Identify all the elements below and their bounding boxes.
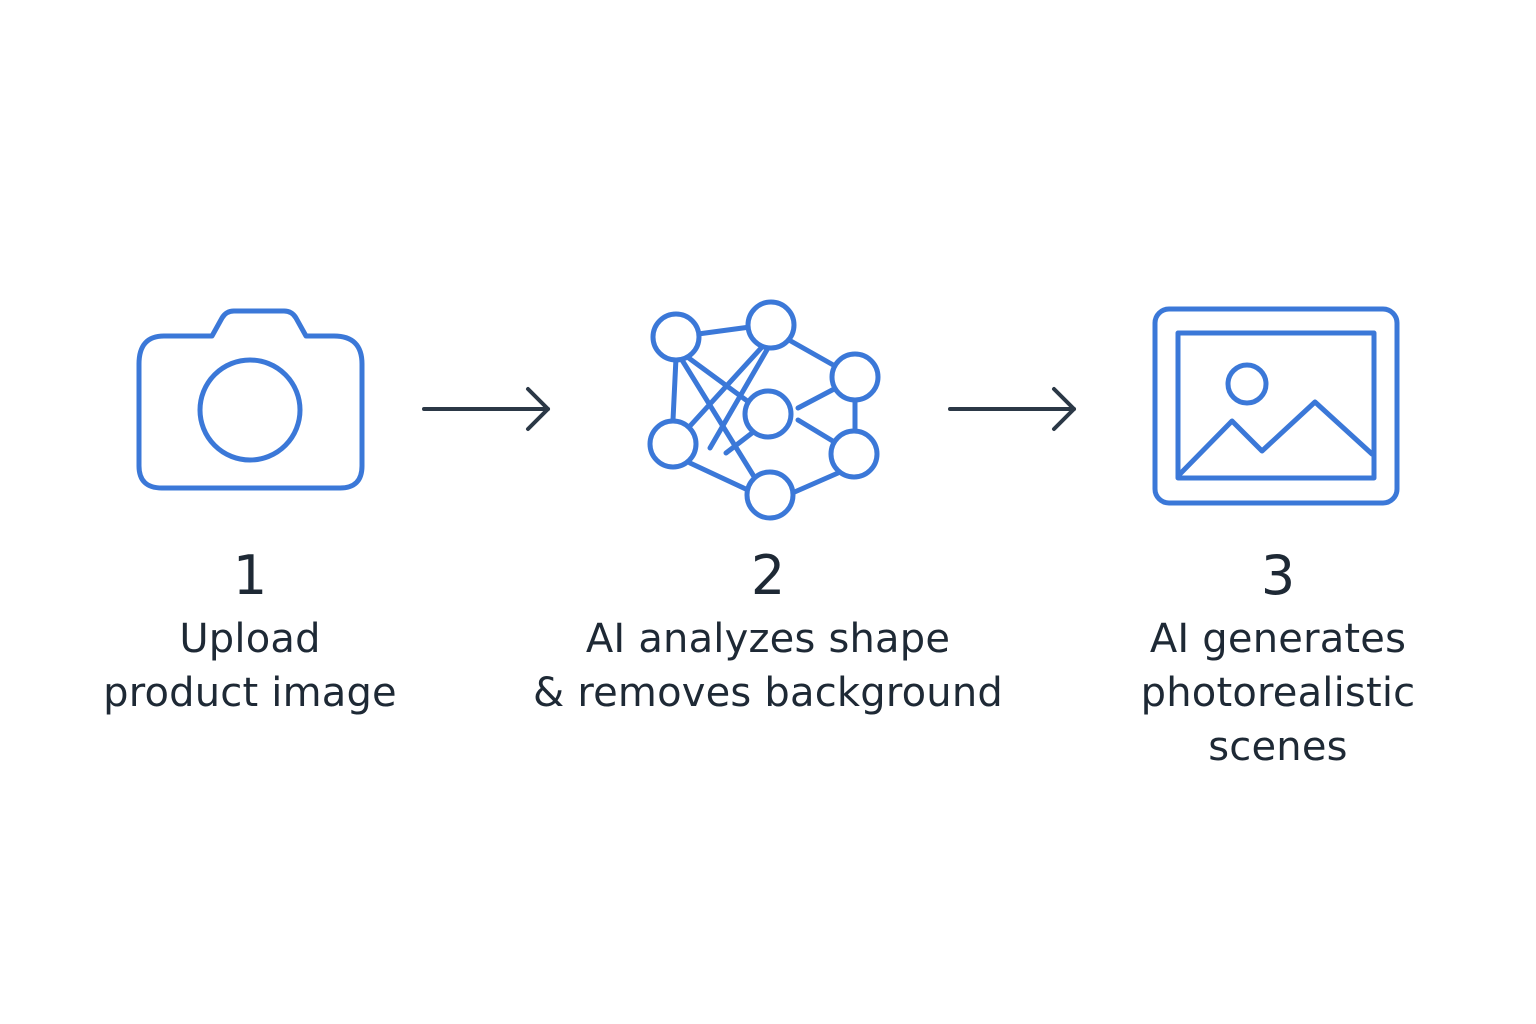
arrow-right-icon — [422, 386, 554, 431]
step-label: Upload product image — [103, 616, 397, 716]
step-number: 1 — [232, 544, 268, 607]
arrow-right-icon — [948, 386, 1080, 431]
image-icon — [1152, 306, 1400, 506]
network-nodes — [647, 299, 881, 521]
neural-network-icon — [640, 298, 890, 523]
step-number: 3 — [1260, 544, 1296, 607]
network-edges — [670, 324, 858, 497]
camera-icon — [136, 308, 366, 492]
step-label: AI generates photorealistic scenes — [1140, 616, 1416, 770]
step-label: AI analyzes shape & removes background — [533, 616, 1003, 716]
step-number: 2 — [750, 544, 786, 607]
